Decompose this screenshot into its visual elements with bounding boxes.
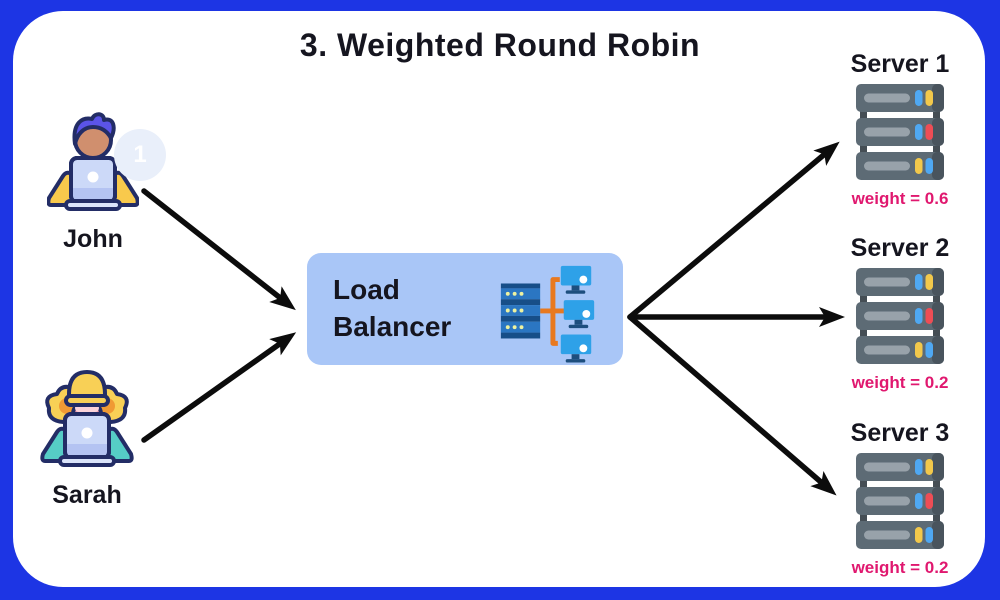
server-rack-icon (856, 84, 944, 180)
server-1-label: Server 1 (850, 50, 950, 78)
arrow-sarah-to-lb (141, 332, 297, 443)
server-rack-icon (856, 268, 944, 364)
server-1-weight: weight = 0.6 (851, 189, 949, 208)
load-balancer-box: Load Balancer (307, 253, 623, 365)
user-sarah: Sarah (22, 364, 152, 510)
load-balancer-icon (500, 265, 595, 363)
arrow-lb-to-server3 (627, 314, 837, 496)
server-rack-icon (856, 453, 944, 549)
request-count-badge: 1 (114, 129, 166, 181)
server-3-weight: weight = 0.2 (851, 558, 949, 577)
sarah-label: Sarah (52, 481, 122, 509)
server-2-label: Server 2 (850, 234, 950, 262)
server-3-label: Server 3 (850, 419, 950, 447)
server-1-group: Server 1 (826, 50, 974, 209)
john-label: John (63, 225, 123, 253)
server-2-group: Server 2 (826, 234, 974, 393)
arrow-john-to-lb (141, 188, 296, 311)
load-balancer-label: Load Balancer (333, 274, 452, 342)
diagram-title: 3. Weighted Round Robin (299, 27, 701, 63)
john-user-icon (46, 112, 140, 211)
server-2-weight: weight = 0.2 (851, 373, 949, 392)
arrow-lb-to-server1 (627, 141, 840, 320)
user-john: John (28, 108, 158, 254)
server-3-group: Server 3 (826, 419, 974, 578)
sarah-user-icon (40, 370, 134, 467)
